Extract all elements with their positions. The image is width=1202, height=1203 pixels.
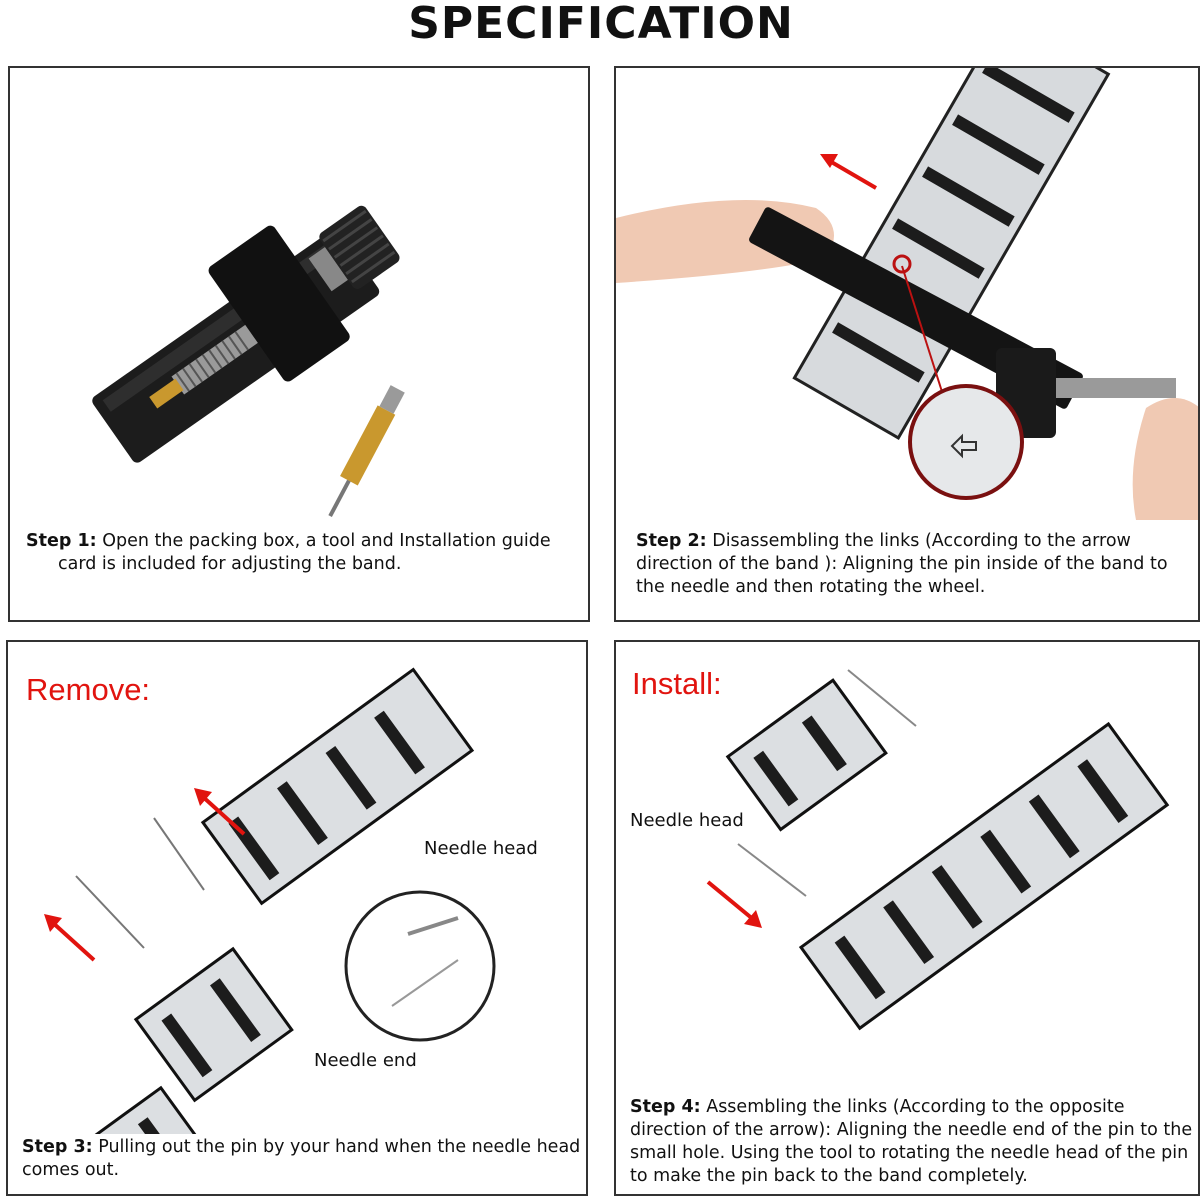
step4-instruction: Step 4: Assembling the links (According … xyxy=(630,1096,1196,1188)
step2-instruction: Step 2: Disassembling the links (Accordi… xyxy=(636,530,1196,599)
step4-panel: Install: Needle head Step 4: Assembling … xyxy=(614,640,1200,1196)
step2-label: Step 2: xyxy=(636,531,707,551)
step2-text: Disassembling the links (According to th… xyxy=(636,531,1168,597)
needle-head-label: Needle head xyxy=(424,838,538,859)
disassemble-illustration xyxy=(616,68,1198,520)
step4-label: Step 4: xyxy=(630,1097,701,1117)
needle-head-label: Needle head xyxy=(630,810,744,831)
step2-panel: Step 2: Disassembling the links (Accordi… xyxy=(614,66,1200,622)
step1-instruction: Step 1: Open the packing box, a tool and… xyxy=(26,530,586,576)
step4-text: Assembling the links (According to the o… xyxy=(630,1097,1193,1186)
step1-label: Step 1: xyxy=(26,531,97,551)
step3-instruction: Step 3: Pulling out the pin by your hand… xyxy=(22,1136,582,1182)
step1-panel: Step 1: Open the packing box, a tool and… xyxy=(8,66,590,622)
step1-text-line1: Open the packing box, a tool and Install… xyxy=(102,531,551,551)
step3-label: Step 3: xyxy=(22,1137,93,1157)
step3-panel: Remove: Needle head Needle end Step 3 xyxy=(6,640,588,1196)
needle-end-label: Needle end xyxy=(314,1050,417,1071)
step3-text: Pulling out the pin by your hand when th… xyxy=(22,1137,581,1180)
step1-text-line2: card is included for adjusting the band. xyxy=(58,554,402,574)
install-pin-illustration xyxy=(706,669,1170,1031)
remove-heading: Remove: xyxy=(26,672,151,707)
link-remover-tool-illustration xyxy=(92,205,405,518)
remove-pin-illustration xyxy=(44,667,496,1134)
page-title: SPECIFICATION xyxy=(408,0,794,49)
install-heading: Install: xyxy=(632,666,722,701)
